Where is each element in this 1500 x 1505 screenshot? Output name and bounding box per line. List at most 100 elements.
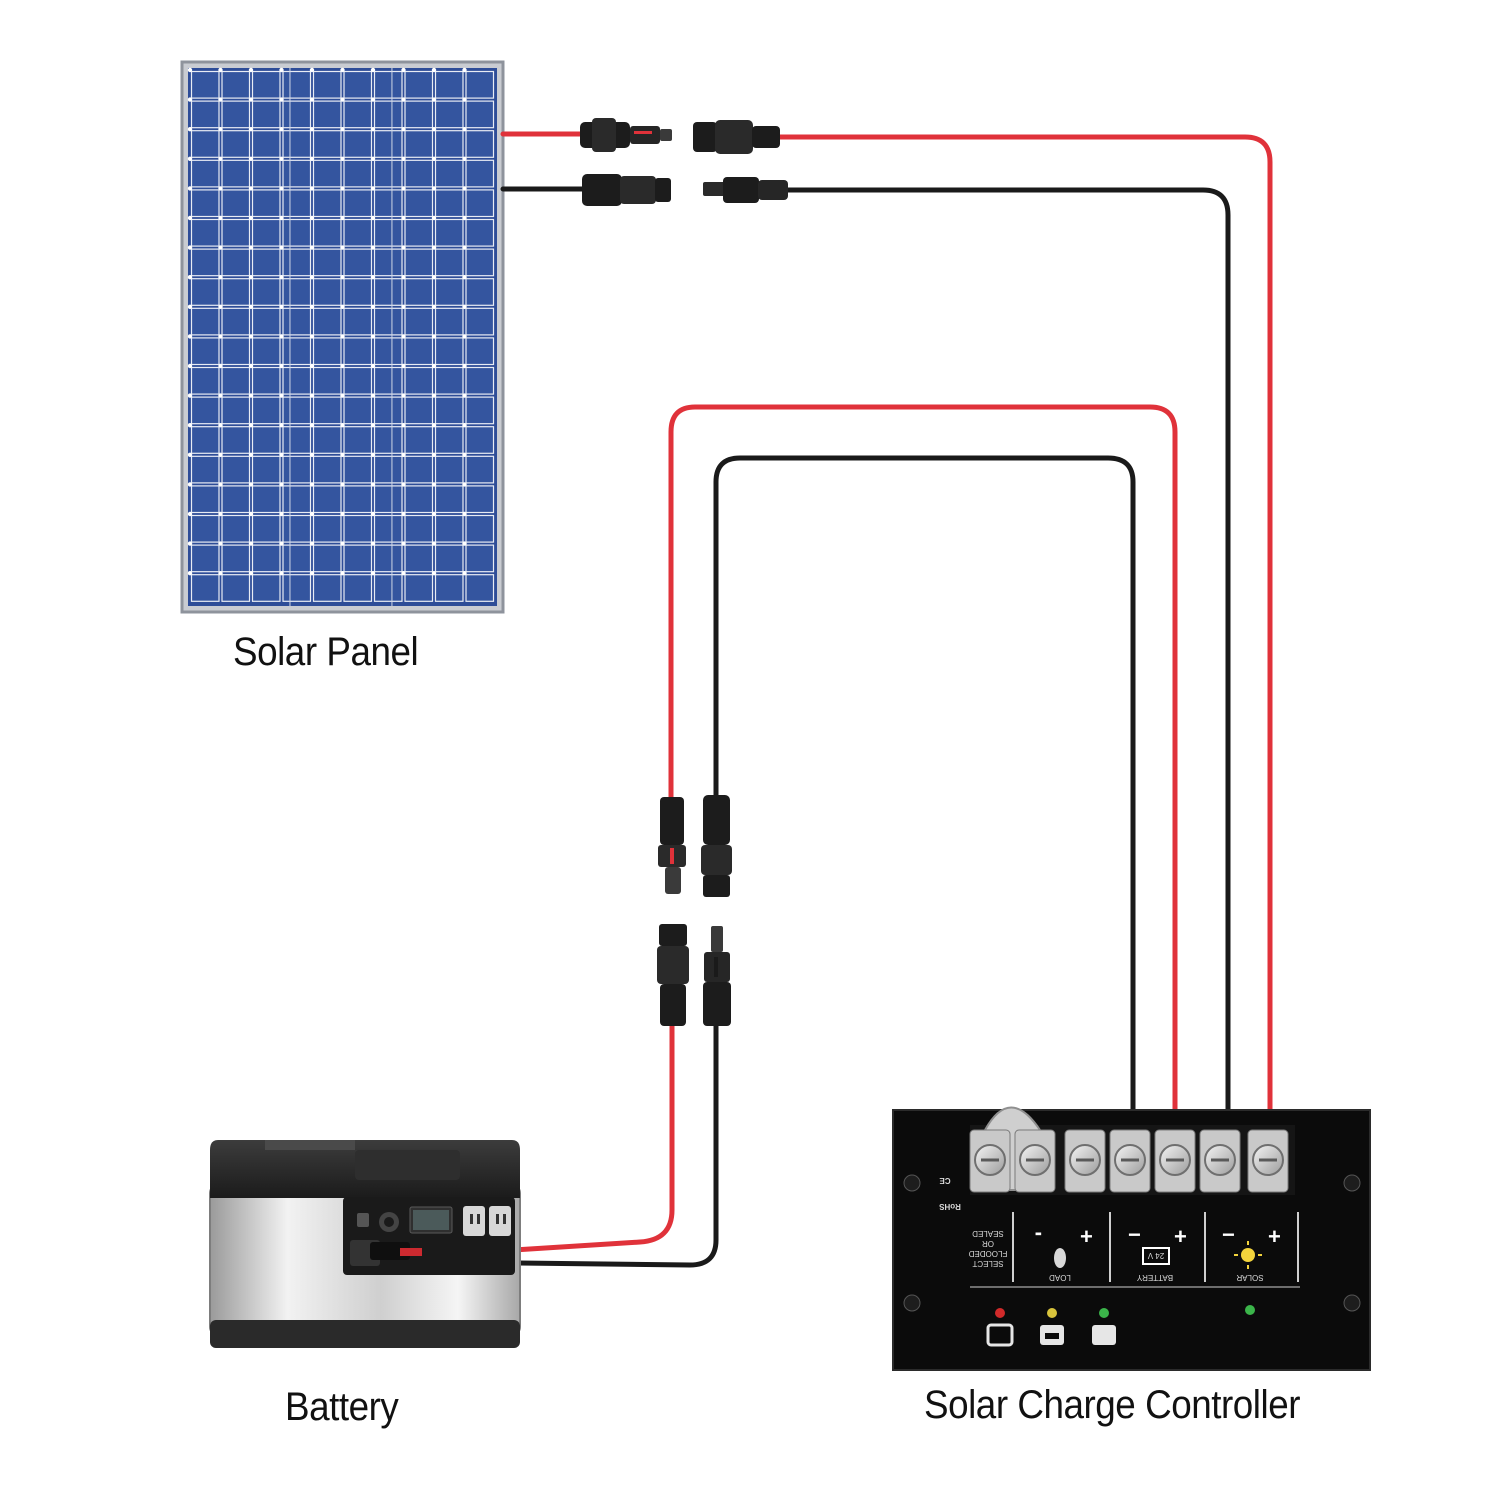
panel-cell-corner — [218, 245, 223, 250]
panel-cell-corner — [218, 541, 223, 546]
solar-panel-label: Solar Panel — [233, 630, 419, 674]
panel-cell-corner — [401, 571, 406, 576]
panel-cell — [190, 514, 220, 543]
panel-cell-corner — [431, 334, 437, 339]
panel-cell-corner — [401, 186, 406, 191]
battery-positive-lead — [417, 1022, 675, 1259]
panel-cell-corner — [248, 423, 254, 428]
panel-cell-corner — [431, 275, 437, 280]
panel-cell — [465, 278, 495, 306]
panel-cell — [221, 396, 251, 425]
panel-cell-corner — [279, 482, 284, 487]
panel-cell — [282, 189, 312, 218]
panel-cell — [221, 159, 251, 188]
panel-cell — [312, 218, 342, 247]
panel-cell-corner — [340, 363, 345, 369]
panel-cell — [190, 70, 220, 99]
panel-cell — [282, 130, 312, 158]
panel-cell-corner — [340, 245, 345, 250]
panel-cell-corner — [218, 571, 223, 576]
panel-cell — [282, 278, 312, 306]
panel-cell — [343, 278, 373, 306]
panel-cell-corner — [340, 156, 345, 161]
polarity-markers: - + − + − + — [1035, 1222, 1281, 1249]
panel-cell-corner — [248, 304, 254, 309]
panel-cell-corner — [401, 275, 406, 280]
panel-cell-corner — [309, 363, 315, 369]
panel-cell-corner — [401, 67, 406, 73]
panel-cell — [404, 70, 434, 99]
led-red — [995, 1308, 1005, 1318]
mc4-connector-battery-positive-upper — [658, 797, 686, 894]
panel-cell — [343, 100, 373, 129]
panel-cell — [343, 396, 373, 425]
panel-cell-corner — [218, 304, 223, 309]
panel-cell-corner — [431, 245, 437, 250]
panel-cell — [221, 485, 251, 514]
wires — [417, 131, 1273, 1268]
panel-cell-corner — [340, 482, 345, 487]
panel-cell — [434, 426, 464, 454]
panel-cell-corner — [248, 482, 254, 487]
panel-cell — [404, 485, 434, 514]
panel-cell-corner — [340, 127, 345, 132]
led-yellow — [1047, 1308, 1057, 1318]
panel-cell — [282, 366, 312, 395]
panel-cell — [373, 307, 403, 336]
panel-cell-corner — [462, 363, 467, 369]
panel-cell-corner — [187, 393, 193, 398]
panel-cell-corner — [370, 511, 376, 517]
panel-cell — [312, 248, 342, 277]
panel-cell-corner — [370, 127, 376, 132]
panel-cell — [434, 278, 464, 306]
panel-cell — [190, 396, 220, 425]
panel-cell — [282, 307, 312, 336]
panel-cell — [221, 100, 251, 129]
mc4-connector-negative-male — [582, 174, 671, 206]
panel-cell-corner — [431, 215, 437, 221]
panel-cell-corner — [462, 304, 467, 309]
panel-cell — [434, 455, 464, 484]
panel-cell-corner — [218, 423, 223, 428]
panel-cell-corner — [279, 127, 284, 132]
panel-cell — [282, 455, 312, 484]
panel-cell — [282, 70, 312, 99]
panel-cell-corner — [462, 452, 467, 457]
panel-cell — [282, 218, 312, 247]
panel-cell-corner — [218, 97, 223, 102]
panel-cell — [282, 100, 312, 129]
panel-cell — [434, 159, 464, 188]
panel-cell-corner — [462, 67, 467, 73]
panel-cell — [343, 218, 373, 247]
panel-cell-corner — [248, 97, 254, 102]
panel-cell — [343, 455, 373, 484]
panel-cell — [312, 130, 342, 158]
panel-cell — [465, 70, 495, 99]
panel-cell — [373, 337, 403, 366]
panel-cell — [343, 485, 373, 514]
panel-cell-corner — [187, 156, 193, 161]
svg-text:+: + — [1174, 1224, 1187, 1249]
panel-cell — [190, 485, 220, 514]
panel-cell-corner — [462, 186, 467, 191]
panel-cell — [282, 426, 312, 454]
panel-cell — [282, 396, 312, 425]
panel-cell — [434, 544, 464, 573]
panel-cell-corner — [187, 275, 193, 280]
panel-cell-corner — [340, 511, 345, 517]
panel-cell-corner — [279, 67, 284, 73]
battery-connectors — [657, 795, 732, 1026]
panel-cell — [434, 218, 464, 247]
panel-cell-corner — [309, 156, 315, 161]
panel-cell — [373, 189, 403, 218]
panel-cell-corner — [279, 511, 284, 517]
panel-cell — [434, 485, 464, 514]
controller-rohs: RoHS — [938, 1202, 960, 1211]
panel-cell — [251, 100, 281, 129]
panel-cell-corner — [279, 393, 284, 398]
panel-cell-corner — [309, 482, 315, 487]
panel-cell — [251, 514, 281, 543]
panel-cell-corner — [340, 334, 345, 339]
panel-cell — [465, 544, 495, 573]
panel-cell-corner — [187, 511, 193, 517]
